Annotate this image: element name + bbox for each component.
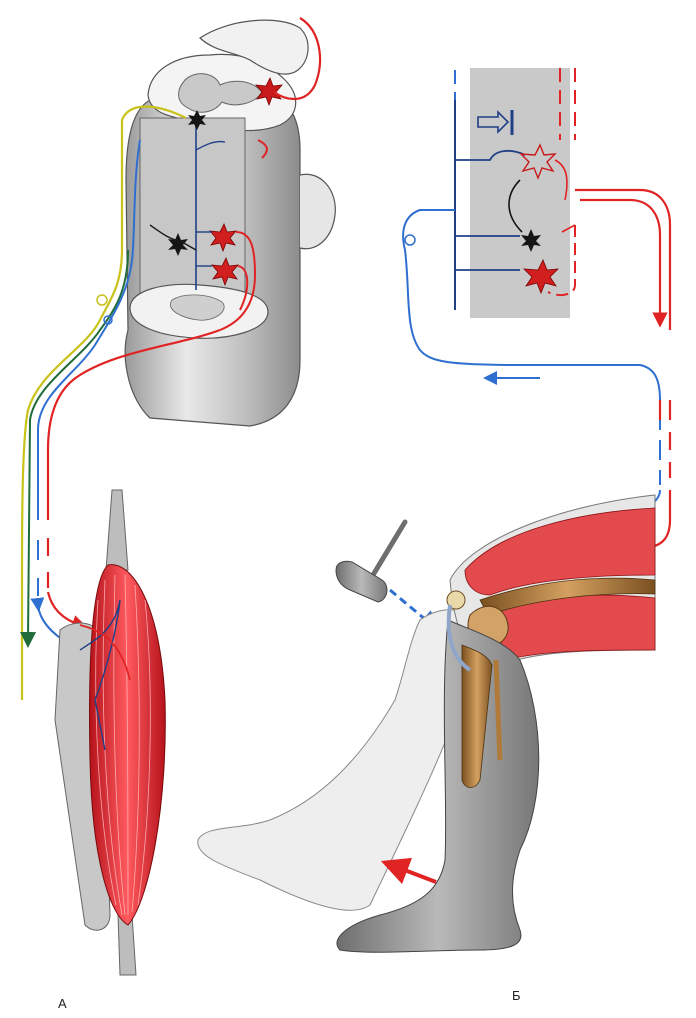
interneuron-b-icon — [521, 229, 541, 252]
swung-leg-outline — [197, 609, 481, 911]
dorsal-root-top — [199, 19, 309, 75]
green-fiber — [20, 249, 129, 648]
kick-arrow — [380, 857, 437, 885]
spinal-cord-schematic-b — [454, 68, 576, 318]
panel-label-b: Б — [512, 988, 521, 1003]
tendon-top-a — [105, 489, 129, 571]
motor-neuron-2-icon — [211, 257, 239, 287]
blue-afferent-fiber-b — [402, 209, 661, 430]
motor-neuron-b-icon — [522, 259, 560, 295]
ventral-root-loop — [299, 173, 336, 250]
sensory-neuron-top-icon — [255, 77, 283, 107]
reflex-hammer-icon — [335, 519, 408, 603]
blue-afferent-fiber-a — [37, 139, 141, 520]
motor-neuron-1-icon — [209, 223, 237, 253]
red-efferent-fiber-b — [575, 188, 672, 330]
grey-matter — [178, 73, 263, 113]
tibia — [461, 644, 493, 788]
yellow-fiber — [20, 105, 187, 700]
femur — [479, 577, 656, 616]
interneuron-middle-icon — [168, 233, 188, 256]
quadriceps-muscle — [464, 507, 656, 596]
red-efferent-fiber-a — [46, 328, 221, 520]
spinal-cord-segment — [124, 19, 336, 427]
inhibitory-neuron-icon — [519, 143, 557, 180]
grey-matter-bottom — [170, 294, 225, 321]
leg-b — [197, 494, 656, 953]
grey-matter-strip — [470, 68, 570, 318]
interneuron-top-icon — [188, 110, 206, 130]
inhibition-symbol-icon — [477, 110, 510, 134]
patella — [446, 590, 466, 610]
patellar-tendon — [446, 604, 472, 672]
spinal-neurons — [149, 17, 322, 331]
panel-label-a: А — [58, 996, 67, 1011]
peripheral-nerve-a — [20, 105, 221, 700]
muscle-a — [54, 489, 166, 976]
